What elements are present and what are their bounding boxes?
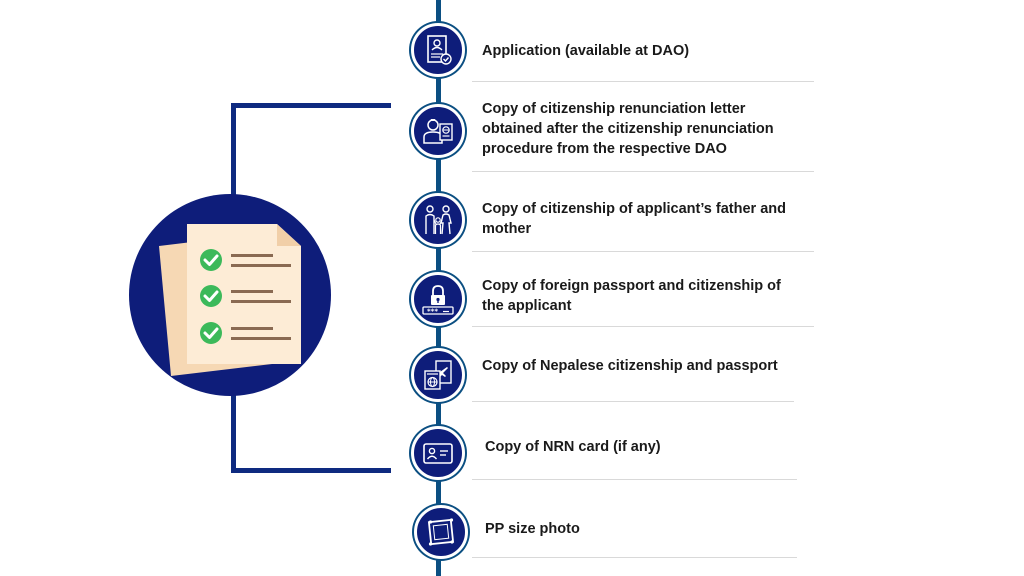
passport-travel-icon [424,360,452,390]
node-pp-photo [414,505,468,559]
node-foreign-passport: *** [411,272,465,326]
family-icon [425,205,452,235]
node-renunciation-letter [411,104,465,158]
item-divider [472,251,814,252]
node-nrn-card [411,426,465,480]
svg-text:***: *** [427,308,438,316]
item-divider [472,81,814,82]
officer-document-icon [423,119,453,144]
item-label: Copy of citizenship renunciation letter … [482,101,774,157]
item-label: Application (available at DAO) [482,43,690,59]
item-divider [472,479,797,480]
item-label: Copy of foreign passport and citizenship… [482,278,781,314]
checklist-document-icon [159,224,301,376]
item-divider [472,171,814,172]
id-card-icon [423,443,453,464]
node-application [411,23,465,77]
item-label: Copy of citizenship of applicant’s fathe… [482,201,786,237]
node-parents-citizenship [411,193,465,247]
item-label: PP size photo [485,521,580,537]
item-label: Copy of NRN card (if any) [485,439,661,455]
item-label: Copy of Nepalese citizenship and passpor… [482,358,778,374]
photo-frame-icon [427,518,455,546]
item-divider [472,401,794,402]
application-form-icon [427,35,452,65]
checklist-hero-circle [129,194,331,396]
node-nepalese-citizenship [411,348,465,402]
item-divider [472,326,814,327]
item-divider [472,557,797,558]
padlock-password-icon: *** [422,285,454,316]
